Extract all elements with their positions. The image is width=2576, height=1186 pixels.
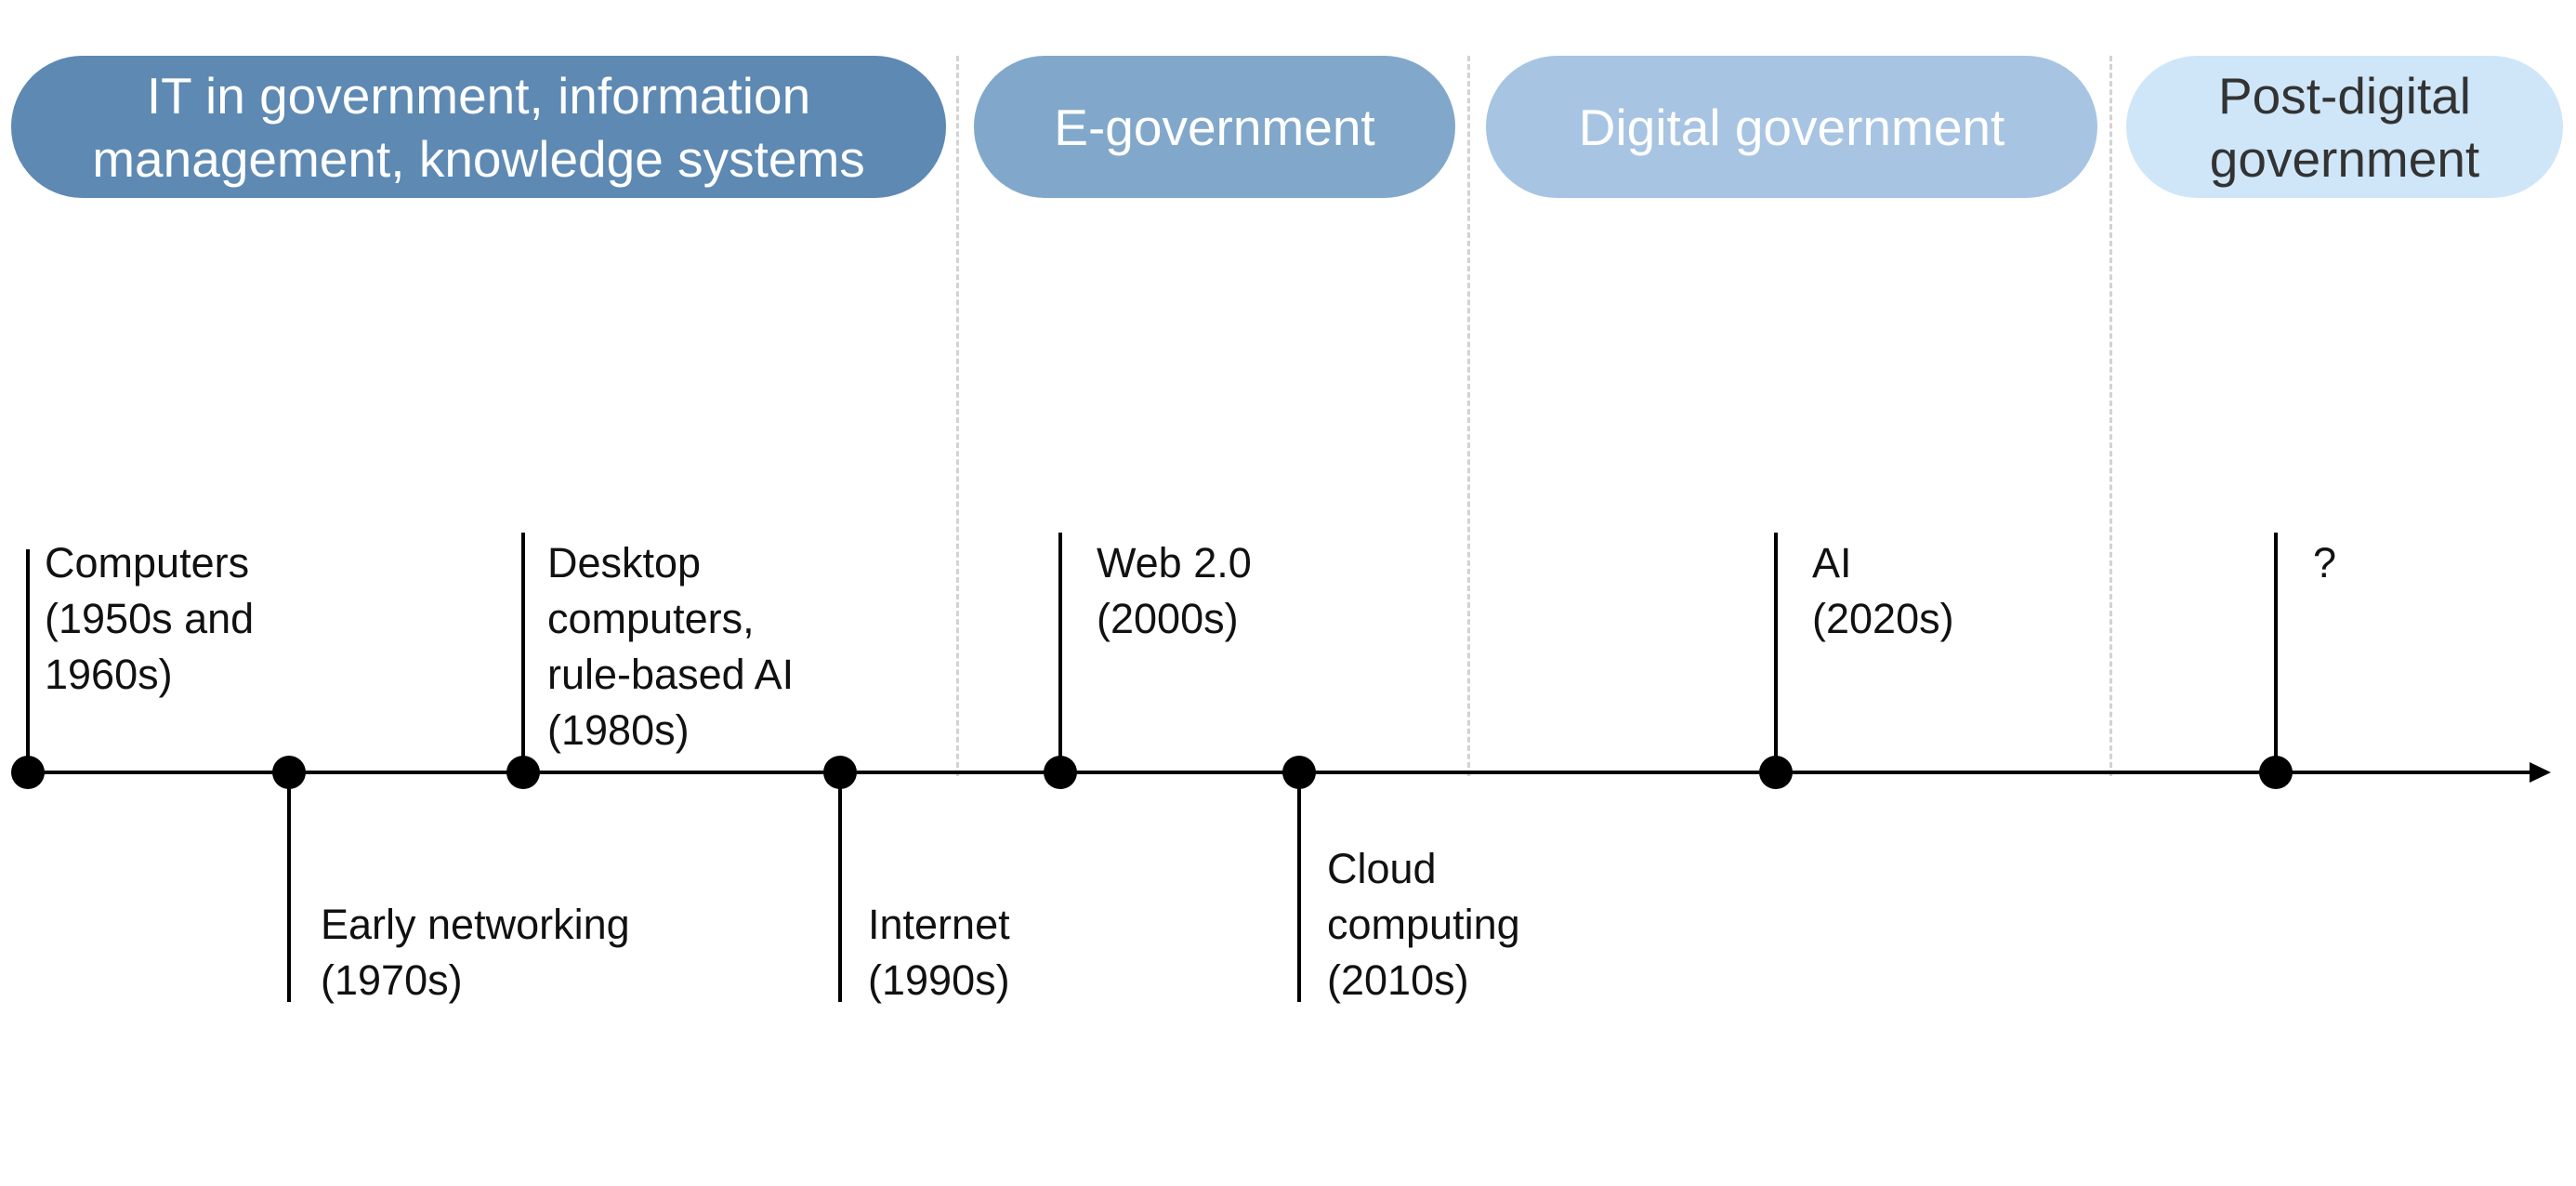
- era-label: IT in government, information management…: [92, 66, 865, 188]
- era-pill-post-digital-government: Post-digital government: [2126, 56, 2563, 198]
- event-label-internet: Internet (1990s): [868, 901, 1010, 1004]
- axis-arrowhead: [2530, 762, 2551, 783]
- event-label-computers: Computers (1950s and 1960s): [45, 539, 255, 698]
- era-pill-e-government: E-government: [974, 56, 1455, 198]
- event-dot: [1282, 756, 1316, 789]
- event-dot: [506, 756, 540, 789]
- event-label-cloud-computing: Cloud computing (2010s): [1327, 845, 1520, 1004]
- event-label-web-2: Web 2.0 (2000s): [1097, 539, 1252, 642]
- era-label: Digital government: [1578, 98, 2005, 156]
- event-label-desktop-computers: Desktop computers, rule-based AI (1980s): [547, 539, 795, 754]
- era-divider: [1467, 56, 1470, 776]
- event-dot: [272, 756, 306, 789]
- event-dot: [2259, 756, 2293, 789]
- era-divider: [956, 56, 959, 776]
- era-divider: [2109, 56, 2112, 776]
- era-pill-digital-government: Digital government: [1486, 56, 2097, 198]
- era-label: Post-digital government: [2209, 66, 2480, 188]
- event-label-ai: AI (2020s): [1812, 539, 1954, 642]
- event-label-unknown: ?: [2313, 539, 2337, 586]
- event-dot: [823, 756, 857, 789]
- era-pill-it-in-government: IT in government, information management…: [11, 56, 946, 198]
- era-label: E-government: [1054, 98, 1375, 156]
- event-dot: [11, 756, 45, 789]
- event-dot: [1044, 756, 1077, 789]
- event-dot: [1759, 756, 1793, 789]
- event-label-early-networking: Early networking (1970s): [321, 901, 630, 1004]
